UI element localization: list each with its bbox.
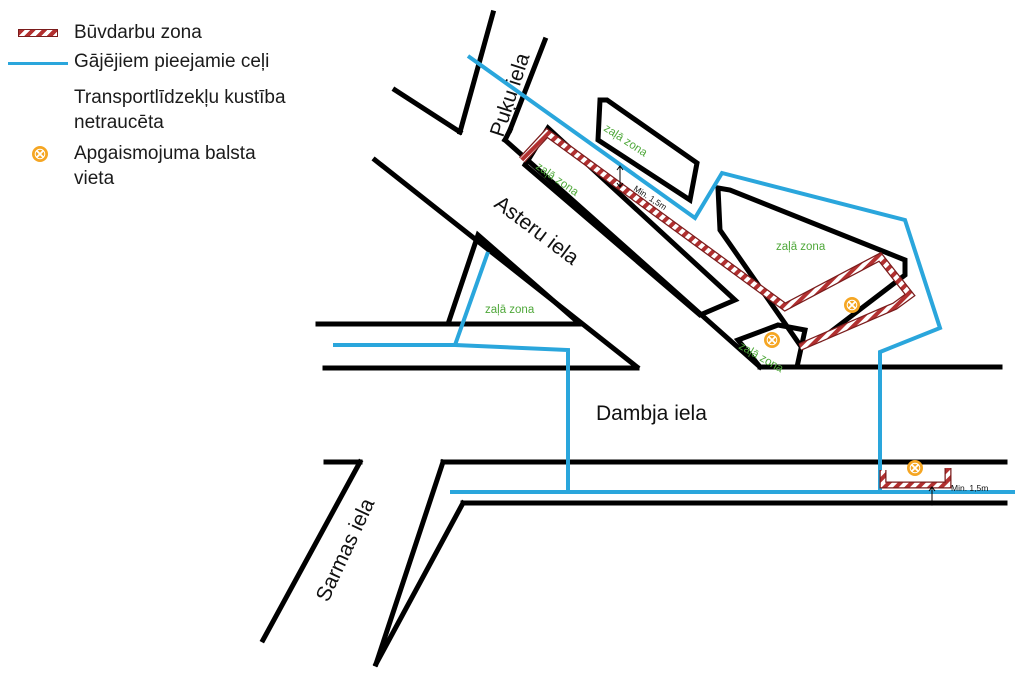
street-label-puku: Puķu iela: [486, 50, 535, 140]
sarmas-left-curb: [259, 458, 364, 644]
min-width-label: Min. 1,5m: [951, 483, 988, 493]
puku-right-curb: [506, 36, 549, 134]
legend-label: Transportlīdzekļu kustība: [74, 87, 286, 108]
legend-label: Gājējiem pieejamie ceļi: [74, 51, 270, 72]
legend-label: netraucēta: [74, 112, 164, 133]
block-triangle-asteru: [444, 230, 587, 327]
block-right-green: [715, 185, 908, 348]
lamp-post-icon: [763, 331, 781, 349]
block-puku-strip: [521, 124, 740, 318]
legend-label: Būvdarbu zona: [74, 22, 202, 43]
path-dambja-west-connector: [454, 343, 570, 492]
construction-zone-icon: [18, 29, 58, 37]
lamp-post-icon: [843, 296, 861, 314]
asteru-lower-curb: [501, 136, 764, 371]
lamp-post-icon: [31, 145, 49, 163]
sarmas-right-curb: [372, 458, 447, 668]
street-label-sarmas: Sarmas iela: [312, 495, 380, 605]
puku-top-left: [391, 86, 464, 136]
legend-label: vieta: [74, 168, 115, 189]
pedestrian-paths: [333, 54, 1015, 494]
asteru-upper-curb: [371, 156, 641, 371]
construction-zones: [519, 127, 952, 489]
sarmas-right-lower: [372, 499, 467, 668]
block-top-green: [595, 97, 700, 205]
pedestrian-path-icon: [8, 62, 68, 65]
puku-left-curb: [456, 9, 497, 136]
green-zone-label: zaļā zona: [485, 304, 535, 316]
path-puku-asteru: [466, 54, 943, 490]
measure-markers: [616, 165, 936, 506]
road-lines: [259, 9, 1008, 668]
legend-label: Apgaismojuma balsta: [74, 143, 256, 164]
green-zone-label: zaļā zona: [776, 241, 826, 253]
green-zone-label: zaļā zona: [737, 340, 786, 375]
street-label-dambja: Dambja iela: [596, 402, 707, 425]
path-dambja-west: [333, 251, 490, 347]
lamp-post-icon: [906, 459, 924, 477]
